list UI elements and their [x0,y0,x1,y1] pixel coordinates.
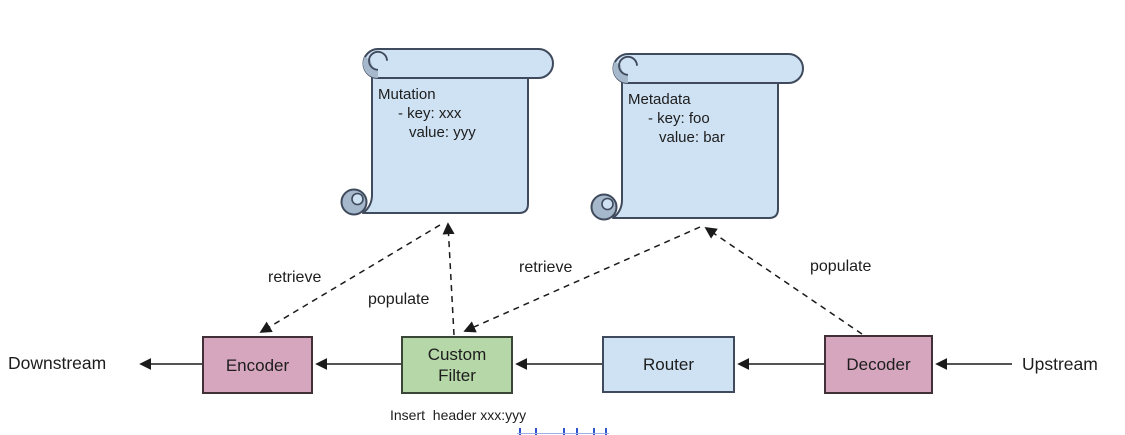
edge-label-populate-mutation: populate [368,291,430,308]
mutation-note-text: Mutation - key: xxx value: yyy [378,85,476,142]
note-line: - key: foo [648,110,710,127]
note-title: Metadata [628,91,691,108]
node-custom-filter: Custom Filter [401,336,513,394]
edge-label-populate-metadata: populate [810,258,872,275]
node-label: Filter [438,366,476,385]
note-title: Mutation [378,86,436,103]
dashed-arrow-retrieve-mutation-to-encoder [259,224,441,333]
clipped-blue-text-fragment [515,428,611,435]
upstream-label: Upstream [1022,354,1098,374]
node-router: Router [602,336,735,393]
node-encoder: Encoder [202,336,313,394]
note-line: value: yyy [409,124,476,141]
insert-header-caption: Insert header xxx:yyy [390,407,527,423]
dashed-arrow-populate-filter-to-mutation [442,222,455,336]
edge-label-retrieve-encoder: retrieve [268,269,322,286]
node-label: Encoder [225,355,290,375]
dashed-arrow-populate-decoder-to-metadata [704,226,863,335]
mutation-note: Mutation - key: xxx value: yyy [340,48,554,218]
edge-label-retrieve-filter: retrieve [519,259,573,276]
downstream-label: Downstream [8,353,107,373]
metadata-note: Metadata - key: foo value: bar [590,53,804,223]
note-line: value: bar [659,129,725,146]
node-label: Decoder [846,355,911,374]
node-label: Router [642,355,695,374]
node-decoder: Decoder [824,335,933,394]
metadata-note-text: Metadata - key: foo value: bar [628,90,725,147]
dashed-arrow-retrieve-metadata-to-filter [463,226,701,333]
node-label: Custom [427,345,487,364]
note-line: - key: xxx [398,105,462,122]
